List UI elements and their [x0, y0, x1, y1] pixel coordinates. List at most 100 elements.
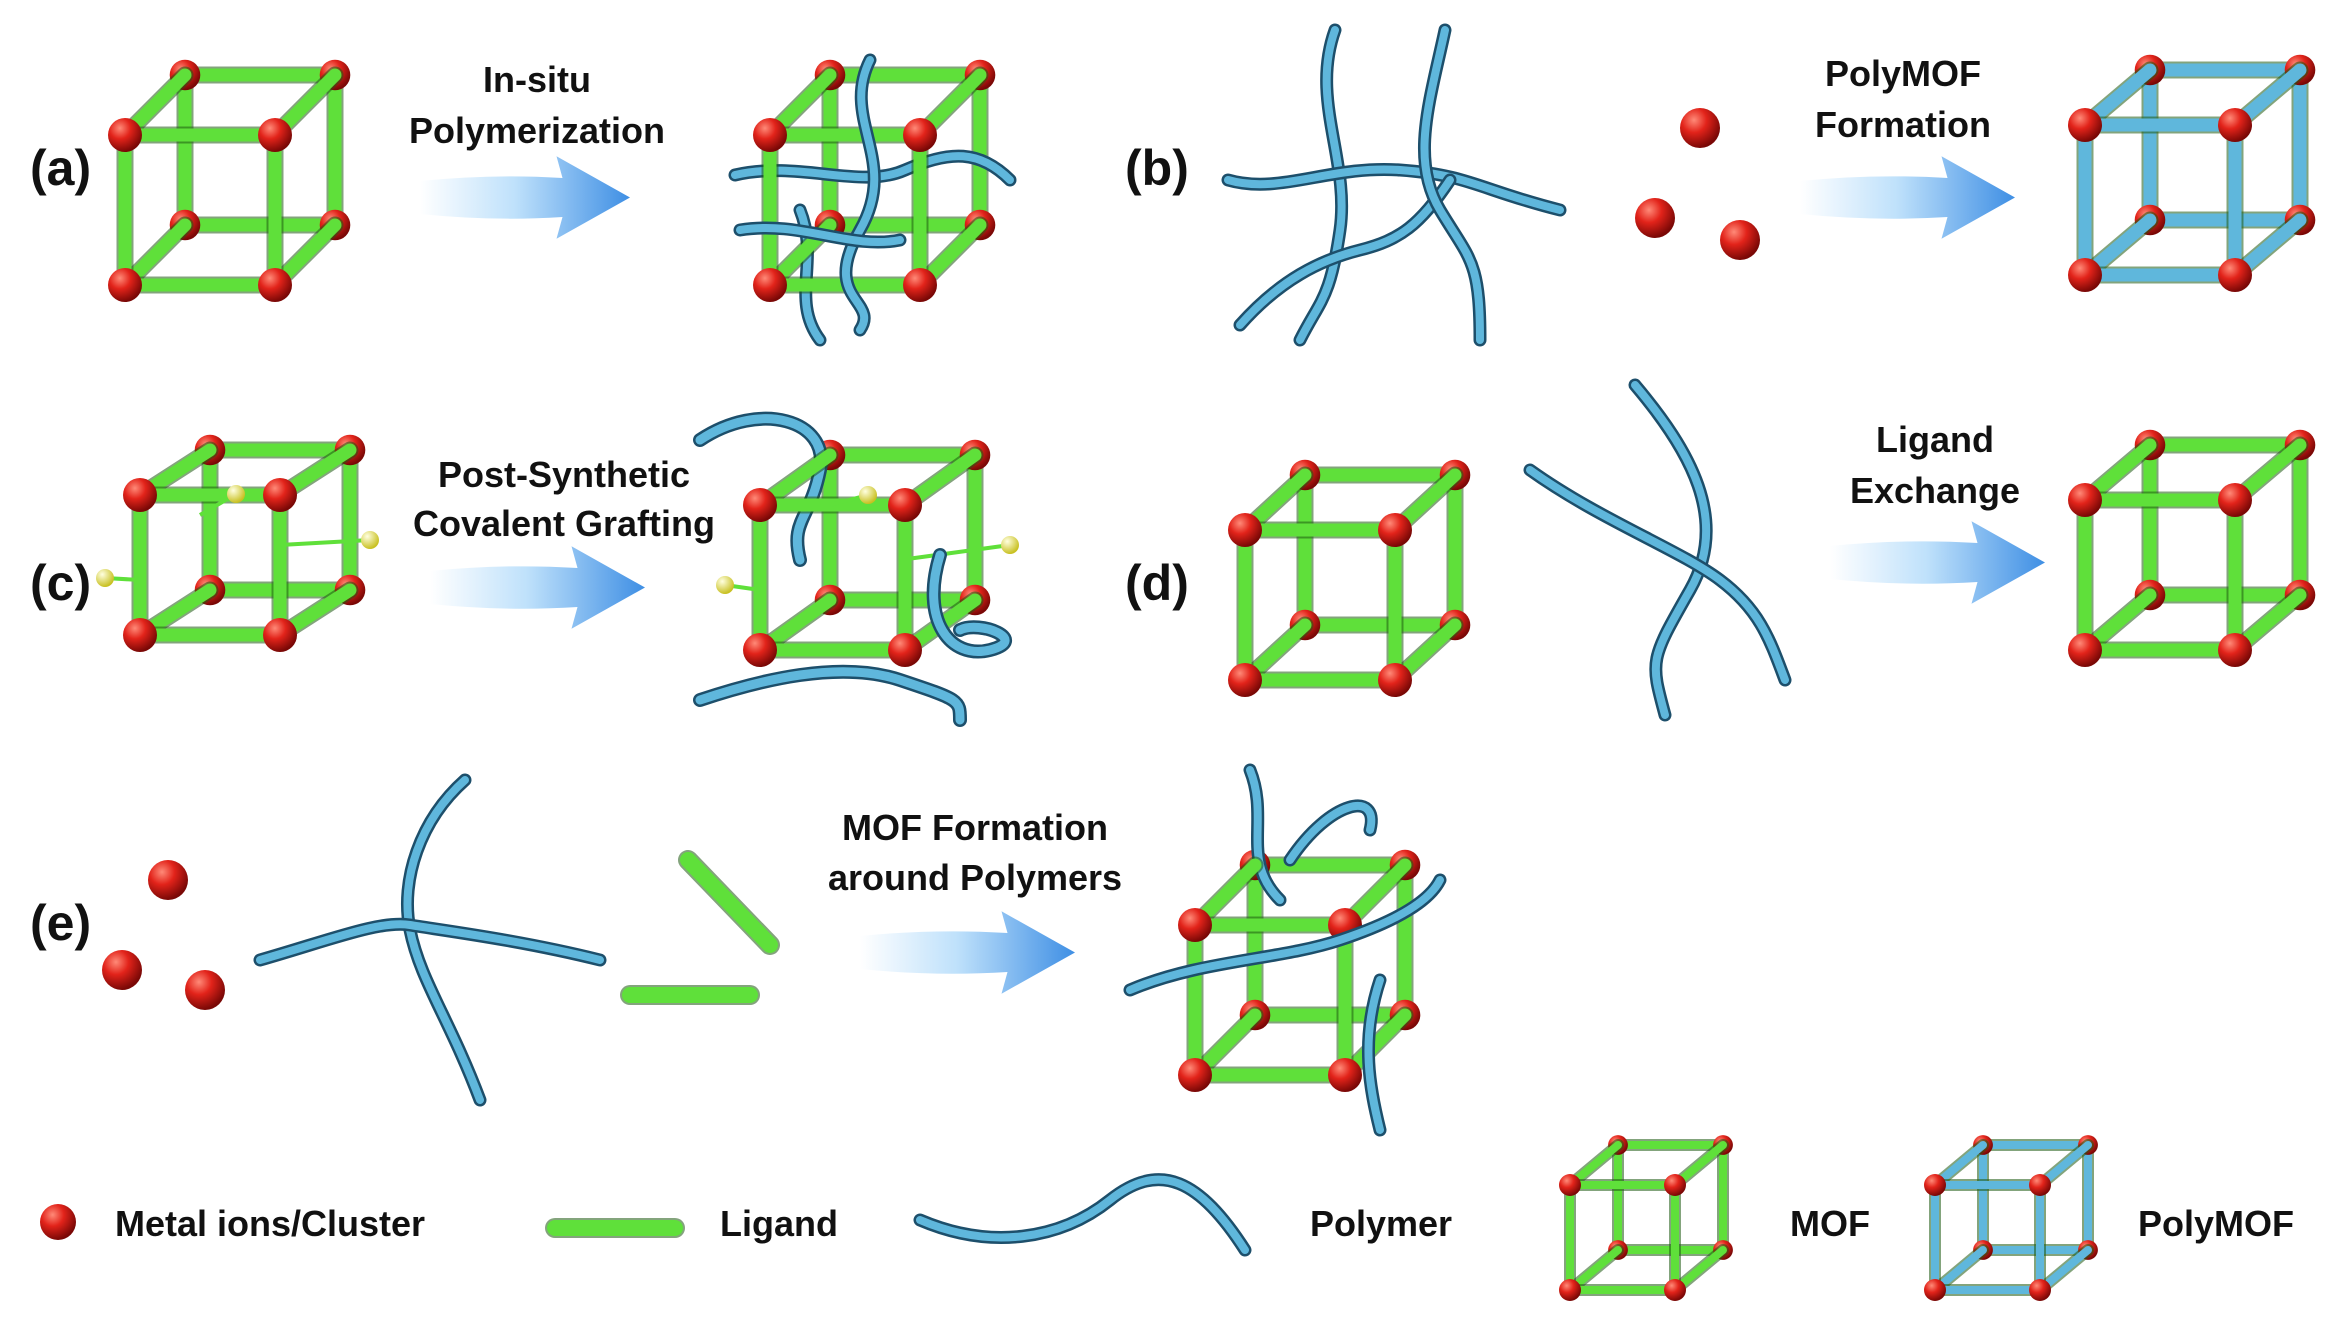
polymer-chain-icon — [929, 550, 1010, 656]
metal-sphere-icon — [2218, 633, 2252, 667]
polymer-chains-e — [253, 773, 607, 1107]
polymer-chain-icon — [736, 223, 904, 247]
mof-cube-e-end — [1123, 763, 1447, 1137]
process-arrow-b — [1800, 156, 2015, 239]
metal-sphere-icon — [1924, 1174, 1946, 1196]
polymer-chain-icon — [1246, 766, 1284, 904]
step-label-a-line1: In-situ — [483, 59, 591, 100]
legend — [40, 1173, 1252, 1257]
panel-label-b: (b) — [1125, 140, 1189, 196]
metal-sphere-icon — [258, 268, 292, 302]
mof-cube-a-end — [728, 53, 1017, 347]
polymer-chain-icon — [1420, 26, 1484, 344]
panel-label-a: (a) — [30, 140, 91, 196]
mof-cube-c-end — [693, 411, 1019, 727]
step-label-a-line2: Polymerization — [409, 110, 665, 151]
metal-sphere-icon — [743, 633, 777, 667]
panel-label-d: (d) — [1125, 555, 1189, 611]
step-label-d-line1: Ligand — [1876, 419, 1994, 460]
metal-sphere-icon — [1680, 108, 1720, 148]
metal-sphere-icon — [1924, 1279, 1946, 1301]
metal-sphere-icon — [263, 478, 297, 512]
polymof-cube-d — [2068, 429, 2316, 667]
graft-linker — [279, 538, 371, 547]
metal-sphere-icon — [2068, 258, 2102, 292]
metal-sphere-icon — [185, 970, 225, 1010]
legend-polymer-icon — [916, 1175, 1249, 1254]
graft-linker — [899, 543, 1011, 562]
metal-sphere-icon — [1720, 220, 1760, 260]
polymer-chain-icon — [1631, 381, 1711, 719]
polymer-chain-icon — [256, 920, 604, 964]
polymof-cube-b — [2068, 54, 2316, 292]
polymer-chain-icon — [1296, 26, 1346, 344]
arrow-icon — [1830, 521, 2045, 604]
metal-sphere-icon — [2029, 1279, 2051, 1301]
metal-sphere-icon — [1228, 663, 1262, 697]
metal-sphere-icon — [258, 118, 292, 152]
step-label-e-line2: around Polymers — [828, 857, 1122, 898]
metal-sphere-icon — [753, 118, 787, 152]
graft-site-icon — [716, 576, 734, 594]
legend-label-metal: Metal ions/Cluster — [115, 1203, 425, 1244]
graft-site-icon — [859, 486, 877, 504]
metal-sphere-icon — [2218, 483, 2252, 517]
polymer-chain-icon — [695, 667, 965, 725]
metal-sphere-icon — [2029, 1174, 2051, 1196]
polymer-chain-icon — [1364, 976, 1384, 1134]
legend-label-polymof: PolyMOF — [2138, 1203, 2294, 1244]
metal-sphere-icon — [148, 860, 188, 900]
metal-ions-b — [1680, 108, 1720, 148]
metal-sphere-icon — [2218, 258, 2252, 292]
process-arrow-d — [1830, 521, 2045, 604]
polymer-chain-icon — [1126, 876, 1444, 994]
graft-site-icon — [1001, 536, 1019, 554]
metal-sphere-icon — [1178, 1058, 1212, 1092]
metal-sphere-icon — [1635, 198, 1675, 238]
metal-sphere-icon — [1378, 513, 1412, 547]
legend-label-mof: MOF — [1790, 1203, 1870, 1244]
ligand-rod-icon — [680, 852, 778, 953]
panel-label-e: (e) — [30, 895, 91, 951]
legend-polymof-icon — [1924, 1135, 2098, 1301]
arrow-icon — [1800, 156, 2015, 239]
metal-sphere-icon — [108, 268, 142, 302]
polymer-chain-icon — [1286, 802, 1376, 864]
metal-sphere-icon — [903, 118, 937, 152]
metal-sphere-icon — [1178, 908, 1212, 942]
metal-sphere-icon — [753, 268, 787, 302]
step-label-d-line2: Exchange — [1850, 470, 2020, 511]
metal-sphere-icon — [2068, 108, 2102, 142]
step-label-b-line1: PolyMOF — [1825, 53, 1981, 94]
legend-label-polymer: Polymer — [1310, 1203, 1452, 1244]
metal-sphere-icon — [1559, 1279, 1581, 1301]
panel-label-c: (c) — [30, 555, 91, 611]
arrow-icon — [430, 546, 645, 629]
mof-cube-c-start — [96, 434, 379, 652]
step-label-c-line1: Post-Synthetic — [438, 454, 690, 495]
polymer-chain-outline — [1221, 162, 1567, 217]
polymer-chain-icon — [842, 56, 879, 334]
polymer-chains-b — [1221, 23, 1567, 347]
metal-sphere-icon — [1328, 1058, 1362, 1092]
metal-sphere-icon — [1664, 1279, 1686, 1301]
process-arrow-a — [420, 156, 630, 239]
polymer-chains-d — [1523, 378, 1792, 722]
arrow-icon — [420, 156, 630, 239]
metal-sphere-icon — [123, 478, 157, 512]
metal-sphere-icon — [2068, 633, 2102, 667]
metal-sphere-icon — [102, 950, 142, 990]
metal-sphere-icon — [263, 618, 297, 652]
metal-sphere-icon — [1228, 513, 1262, 547]
metal-sphere-icon — [888, 488, 922, 522]
metal-sphere-icon — [1664, 1174, 1686, 1196]
process-arrow-c — [430, 546, 645, 629]
mof-cube-a-start — [108, 59, 351, 302]
arrow-icon — [860, 911, 1075, 994]
polymer-chain-icon — [1236, 176, 1454, 329]
mof-cube-d-start — [1228, 459, 1471, 697]
polymer-chain-icon — [731, 152, 1014, 184]
metal-sphere-icon — [1559, 1174, 1581, 1196]
metal-sphere-icon — [903, 268, 937, 302]
